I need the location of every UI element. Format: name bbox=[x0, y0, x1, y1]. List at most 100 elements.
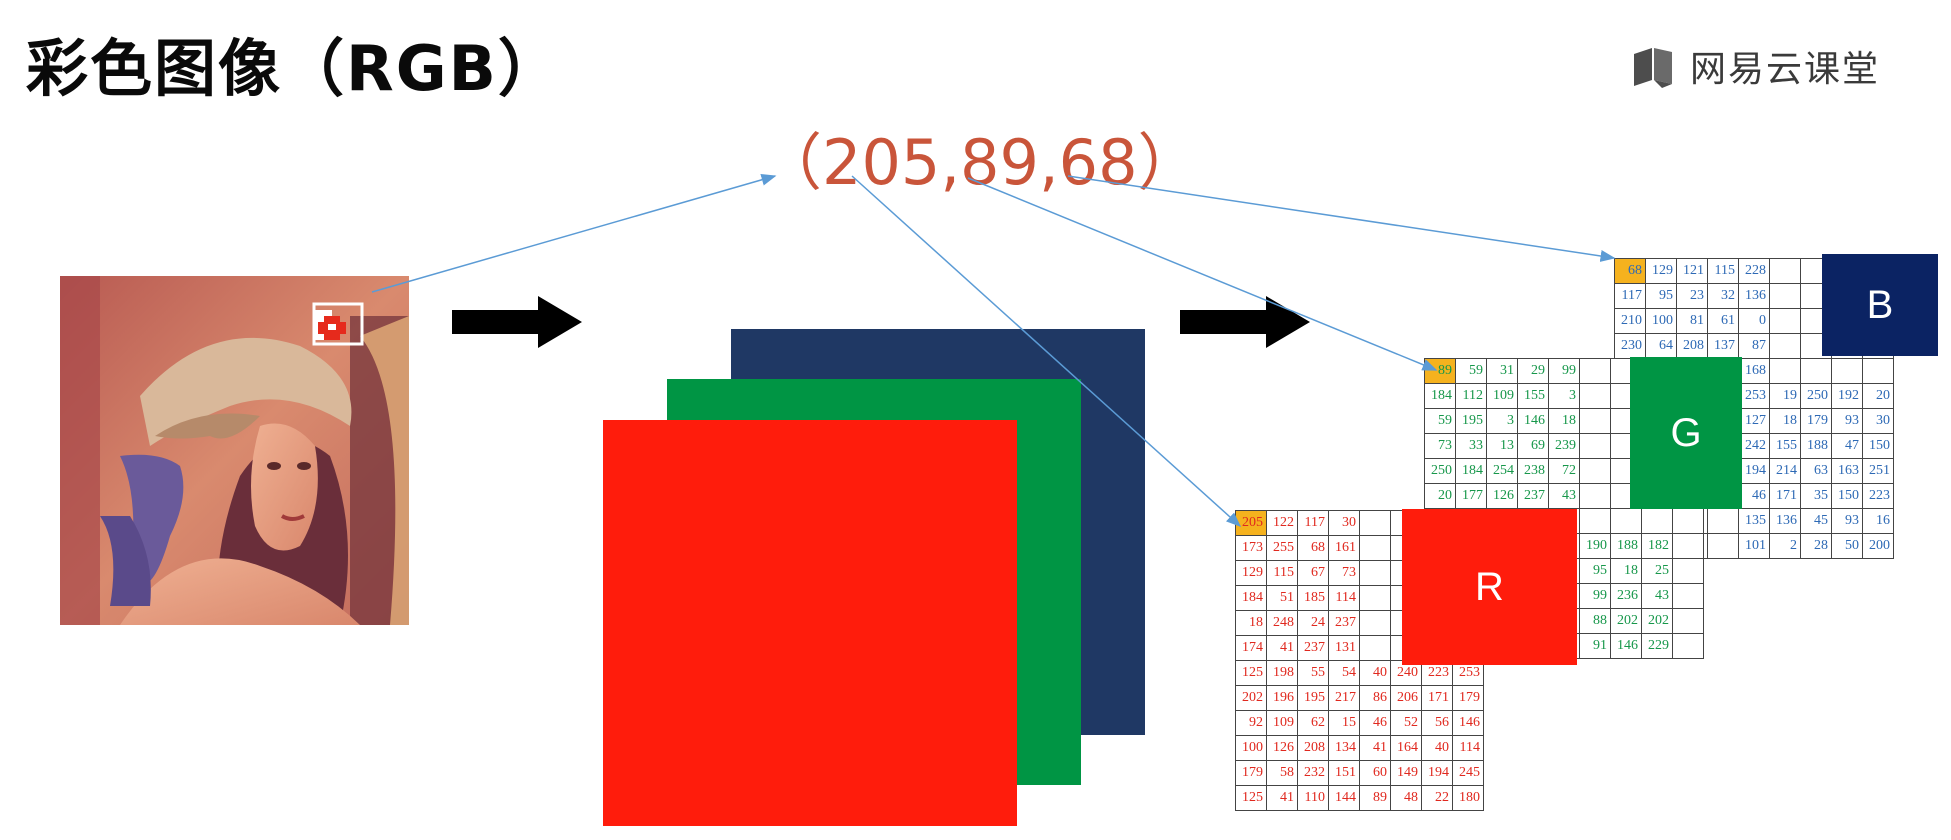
connector-line bbox=[967, 177, 1438, 371]
matrix-cell: 109 bbox=[1266, 710, 1298, 736]
matrix-cell: 217 bbox=[1328, 685, 1360, 711]
matrix-cell bbox=[1707, 533, 1739, 559]
matrix-cell: 86 bbox=[1359, 685, 1391, 711]
matrix-cell: 251 bbox=[1862, 458, 1894, 484]
brand-name: 网易云课堂 bbox=[1690, 49, 1881, 90]
arrow-right-icon bbox=[1180, 296, 1310, 348]
matrix-cell: 24 bbox=[1297, 610, 1329, 636]
matrix-cell: 93 bbox=[1831, 408, 1863, 434]
matrix-cell: 30 bbox=[1328, 510, 1360, 536]
matrix-cell: 72 bbox=[1548, 458, 1580, 484]
matrix-cell: 188 bbox=[1800, 433, 1832, 459]
matrix-cell: 122 bbox=[1266, 510, 1298, 536]
matrix-cell: 91 bbox=[1579, 633, 1611, 659]
matrix-cell: 250 bbox=[1800, 383, 1832, 409]
matrix-cell: 184 bbox=[1235, 585, 1267, 611]
connector-line bbox=[371, 173, 777, 293]
matrix-cell: 43 bbox=[1641, 583, 1673, 609]
matrix-cell bbox=[1359, 635, 1391, 661]
matrix-cell: 137 bbox=[1707, 333, 1739, 359]
matrix-cell: 184 bbox=[1424, 383, 1456, 409]
matrix-cell: 100 bbox=[1235, 735, 1267, 761]
matrix-cell bbox=[1831, 358, 1863, 384]
matrix-cell bbox=[1359, 510, 1391, 536]
matrix-cell: 31 bbox=[1486, 358, 1518, 384]
matrix-cell: 208 bbox=[1676, 333, 1708, 359]
matrix-cell bbox=[1579, 483, 1611, 509]
matrix-cell: 185 bbox=[1297, 585, 1329, 611]
matrix-cell: 179 bbox=[1452, 685, 1484, 711]
matrix-cell: 88 bbox=[1579, 608, 1611, 634]
matrix-cell: 237 bbox=[1297, 635, 1329, 661]
matrix-cell: 28 bbox=[1800, 533, 1832, 559]
matrix-cell: 146 bbox=[1517, 408, 1549, 434]
matrix-cell: 48 bbox=[1390, 785, 1422, 811]
matrix-cell: 101 bbox=[1738, 533, 1770, 559]
matrix-cell: 180 bbox=[1452, 785, 1484, 811]
matrix-cell: 115 bbox=[1266, 560, 1298, 586]
matrix-cell bbox=[1769, 333, 1801, 359]
matrix-cell bbox=[1579, 408, 1611, 434]
matrix-cell: 15 bbox=[1328, 710, 1360, 736]
matrix-cell: 135 bbox=[1738, 508, 1770, 534]
matrix-cell bbox=[1579, 358, 1611, 384]
matrix-cell: 100 bbox=[1645, 308, 1677, 334]
matrix-cell: 146 bbox=[1610, 633, 1642, 659]
matrix-cell bbox=[1672, 583, 1704, 609]
red-channel-layer bbox=[603, 420, 1017, 826]
matrix-cell: 22 bbox=[1421, 785, 1453, 811]
matrix-cell: 18 bbox=[1235, 610, 1267, 636]
matrix-cell: 155 bbox=[1517, 383, 1549, 409]
matrix-cell: 0 bbox=[1738, 308, 1770, 334]
matrix-cell: 125 bbox=[1235, 660, 1267, 686]
matrix-cell: 62 bbox=[1297, 710, 1329, 736]
matrix-cell: 99 bbox=[1579, 583, 1611, 609]
connector-line bbox=[851, 175, 1242, 528]
matrix-cell: 46 bbox=[1359, 710, 1391, 736]
matrix-cell: 114 bbox=[1452, 735, 1484, 761]
matrix-cell: 59 bbox=[1424, 408, 1456, 434]
matrix-cell: 121 bbox=[1676, 258, 1708, 284]
matrix-cell: 150 bbox=[1831, 483, 1863, 509]
matrix-cell bbox=[1800, 358, 1832, 384]
matrix-cell: 29 bbox=[1517, 358, 1549, 384]
matrix-cell: 174 bbox=[1235, 635, 1267, 661]
channel-badge-b: B bbox=[1822, 254, 1938, 356]
matrix-cell: 195 bbox=[1297, 685, 1329, 711]
matrix-cell: 51 bbox=[1266, 585, 1298, 611]
matrix-cell: 164 bbox=[1390, 735, 1422, 761]
matrix-cell: 200 bbox=[1862, 533, 1894, 559]
matrix-cell: 238 bbox=[1517, 458, 1549, 484]
matrix-cell: 173 bbox=[1235, 535, 1267, 561]
matrix-cell bbox=[1359, 610, 1391, 636]
matrix-cell: 254 bbox=[1486, 458, 1518, 484]
matrix-cell: 64 bbox=[1645, 333, 1677, 359]
matrix-cell: 171 bbox=[1421, 685, 1453, 711]
matrix-cell bbox=[1579, 383, 1611, 409]
matrix-cell: 20 bbox=[1862, 383, 1894, 409]
matrix-cell: 237 bbox=[1328, 610, 1360, 636]
matrix-cell: 61 bbox=[1707, 308, 1739, 334]
matrix-cell bbox=[1641, 508, 1673, 534]
matrix-cell bbox=[1359, 585, 1391, 611]
matrix-cell: 69 bbox=[1517, 433, 1549, 459]
matrix-cell: 50 bbox=[1831, 533, 1863, 559]
pixel-value-label: （205,89,68） bbox=[760, 126, 1200, 199]
matrix-cell: 136 bbox=[1738, 283, 1770, 309]
matrix-cell: 146 bbox=[1452, 710, 1484, 736]
slide-title: 彩色图像（RGB） bbox=[26, 32, 562, 105]
channel-badge-r: R bbox=[1402, 509, 1577, 665]
matrix-cell: 117 bbox=[1614, 283, 1646, 309]
matrix-cell: 198 bbox=[1266, 660, 1298, 686]
connector-line bbox=[1067, 175, 1616, 262]
brand-logo: 网易云课堂 bbox=[1630, 40, 1880, 92]
matrix-cell: 43 bbox=[1548, 483, 1580, 509]
matrix-cell: 149 bbox=[1390, 760, 1422, 786]
matrix-cell: 248 bbox=[1266, 610, 1298, 636]
matrix-cell: 73 bbox=[1424, 433, 1456, 459]
matrix-cell: 81 bbox=[1676, 308, 1708, 334]
